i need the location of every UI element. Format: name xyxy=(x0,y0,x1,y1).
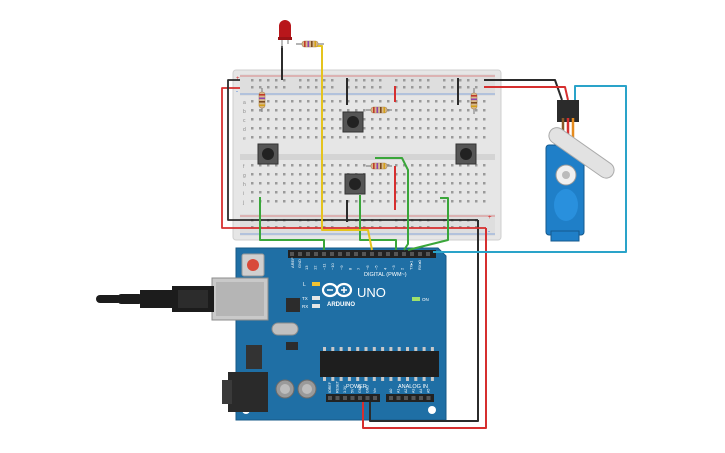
analog-pin-label: A2 xyxy=(404,389,408,393)
row-letter-f: f xyxy=(243,164,245,170)
arduino-logo-icon xyxy=(321,282,353,298)
push-button-3[interactable] xyxy=(455,143,477,165)
row-letter-c: c xyxy=(243,118,246,124)
analog-header xyxy=(386,394,434,402)
servo-motor[interactable] xyxy=(545,100,617,242)
power-label: POWER xyxy=(346,384,367,390)
analog-pin-label: A0 xyxy=(389,389,393,393)
resistor-button-3[interactable] xyxy=(470,88,478,114)
usb-cable[interactable] xyxy=(96,286,214,312)
digital-pin-label: 12 xyxy=(313,265,318,270)
wire-black-left-rail[interactable] xyxy=(227,79,478,221)
resistor-button-2[interactable] xyxy=(366,106,392,114)
brand-label: ARDUINO xyxy=(327,302,355,308)
digital-pin-label: ~5 xyxy=(374,265,379,270)
row-letter-e: e xyxy=(243,136,246,142)
digital-pin-label: 8 xyxy=(348,267,353,270)
digital-pin-label: TX▸1 xyxy=(408,260,413,270)
wire-red-servo[interactable] xyxy=(484,86,569,101)
digital-pin-label: 13 xyxy=(304,265,309,270)
push-button-1[interactable] xyxy=(342,111,364,133)
row-letter-d: d xyxy=(243,127,246,133)
digital-pin-label: ~9 xyxy=(339,265,344,270)
resistors xyxy=(258,40,478,170)
wire-green-right[interactable] xyxy=(407,197,449,251)
power-pin-label: GND xyxy=(358,385,362,393)
rail-minus-label-top: - xyxy=(236,89,238,95)
wire-red-5v[interactable] xyxy=(362,228,487,429)
tx-label: TX xyxy=(302,296,308,301)
resistor-button-1[interactable] xyxy=(258,88,266,112)
row-letter-i: i xyxy=(243,191,244,197)
row-letter-h: h xyxy=(243,182,246,188)
row-letter-b: b xyxy=(243,109,246,115)
wire-black-servo[interactable] xyxy=(484,79,563,101)
analog-pin-label: A1 xyxy=(397,389,401,393)
power-pin-label: 5V xyxy=(351,388,355,393)
wire-green-button-left[interactable] xyxy=(259,197,325,250)
atmega-chip xyxy=(320,351,439,377)
digital-pwm-label: DIGITAL (PWM~) xyxy=(364,272,407,278)
power-pin-label: GND xyxy=(366,385,370,393)
wire-red-left-rail[interactable] xyxy=(221,87,486,229)
rail-plus-label-bottom: + xyxy=(488,215,492,221)
rail-plus-label-top: + xyxy=(236,76,240,82)
model-label: UNO xyxy=(357,285,386,300)
resistor-button-4[interactable] xyxy=(366,162,392,170)
rx-label: RX xyxy=(302,304,308,309)
row-letter-a: a xyxy=(243,100,246,106)
power-pin-label: IOREF xyxy=(328,381,332,393)
rail-minus-label-bottom: - xyxy=(488,229,490,235)
power-pin-label: 3.3V xyxy=(343,385,347,393)
analog-pin-label: A3 xyxy=(412,389,416,393)
digital-pin-label: ~6 xyxy=(365,265,370,270)
wire-yellow-led[interactable] xyxy=(316,45,373,251)
analog-pin-label: A5 xyxy=(427,389,431,393)
power-pin-label: RESET xyxy=(336,380,340,393)
wire-black-gnd[interactable] xyxy=(369,220,479,422)
wire-green-top[interactable] xyxy=(375,157,409,251)
analog-in-label: ANALOG IN xyxy=(398,384,428,390)
on-label: ON xyxy=(422,297,429,302)
digital-pin-label: 4 xyxy=(382,267,387,270)
analog-pin-label: A4 xyxy=(419,389,423,393)
wires xyxy=(221,45,627,429)
gnd-label: GND xyxy=(297,259,302,268)
led-l-label: L xyxy=(303,282,306,288)
red-led[interactable] xyxy=(278,20,292,48)
row-letter-j: j xyxy=(242,200,244,206)
aref-label: AREF xyxy=(290,257,295,268)
resistor-led[interactable] xyxy=(296,40,324,48)
digital-pin-label: RX◂0 xyxy=(417,259,422,270)
power-pin-label: Vin xyxy=(373,388,377,393)
row-letter-g: g xyxy=(243,173,246,179)
chip-pins xyxy=(323,347,434,381)
digital-pin-label: ~10 xyxy=(330,262,335,270)
push-button-2[interactable] xyxy=(257,143,279,165)
digital-pin-label: ~3 xyxy=(391,265,396,270)
digital-pin-label: 2 xyxy=(400,267,405,270)
push-button-4[interactable] xyxy=(344,173,366,195)
power-jack xyxy=(228,372,268,412)
wire-green-button-mid[interactable] xyxy=(359,195,397,250)
digital-pin-label: 7 xyxy=(356,267,361,270)
digital-pin-label: ~11 xyxy=(321,263,326,270)
breadboard[interactable]: + - + - a b c d e f g h i j xyxy=(232,69,502,241)
wire-blue-servo-signal[interactable] xyxy=(433,85,627,253)
